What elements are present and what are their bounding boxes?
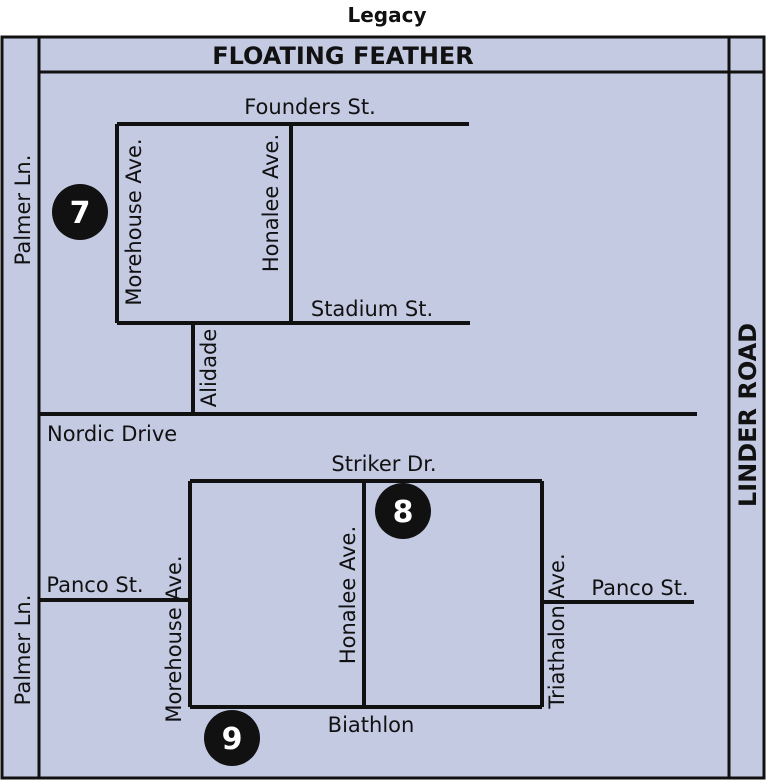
marker-7: 7 xyxy=(52,184,108,240)
stadium-label: Stadium St. xyxy=(311,297,433,321)
marker-9-number: 9 xyxy=(222,722,243,757)
palmer-lower-label: Palmer Ln. xyxy=(11,595,35,706)
triathalon-label: Triathalon Ave. xyxy=(545,553,569,709)
palmer-upper-label: Palmer Ln. xyxy=(11,155,35,266)
morehouse-lower-label: Morehouse Ave. xyxy=(162,555,186,722)
marker-8: 8 xyxy=(375,483,431,539)
floating-feather-label: FLOATING FEATHER xyxy=(212,42,474,70)
honalee-lower-label: Honalee Ave. xyxy=(336,526,360,664)
marker-8-number: 8 xyxy=(393,495,414,530)
alidade-label: Alidade xyxy=(197,329,221,407)
panco-left-label: Panco St. xyxy=(46,573,143,597)
marker-9-circle xyxy=(204,710,260,766)
founders-label: Founders St. xyxy=(244,95,376,119)
marker-7-number: 7 xyxy=(70,196,91,231)
map-title: Legacy xyxy=(347,3,426,27)
nordic-label: Nordic Drive xyxy=(47,422,177,446)
marker-9: 9 xyxy=(204,710,260,766)
linder-road-label: LINDER ROAD xyxy=(734,323,762,507)
boundary-roads xyxy=(0,35,766,778)
marker-7-circle xyxy=(52,184,108,240)
interior-streets xyxy=(39,122,697,709)
striker-label: Striker Dr. xyxy=(331,452,436,476)
panco-right-label: Panco St. xyxy=(591,576,688,600)
biathlon-label: Biathlon xyxy=(328,713,415,737)
honalee-upper-label: Honalee Ave. xyxy=(259,134,283,272)
marker-8-circle xyxy=(375,483,431,539)
map-area xyxy=(0,35,766,780)
morehouse-upper-label: Morehouse Ave. xyxy=(122,138,146,305)
